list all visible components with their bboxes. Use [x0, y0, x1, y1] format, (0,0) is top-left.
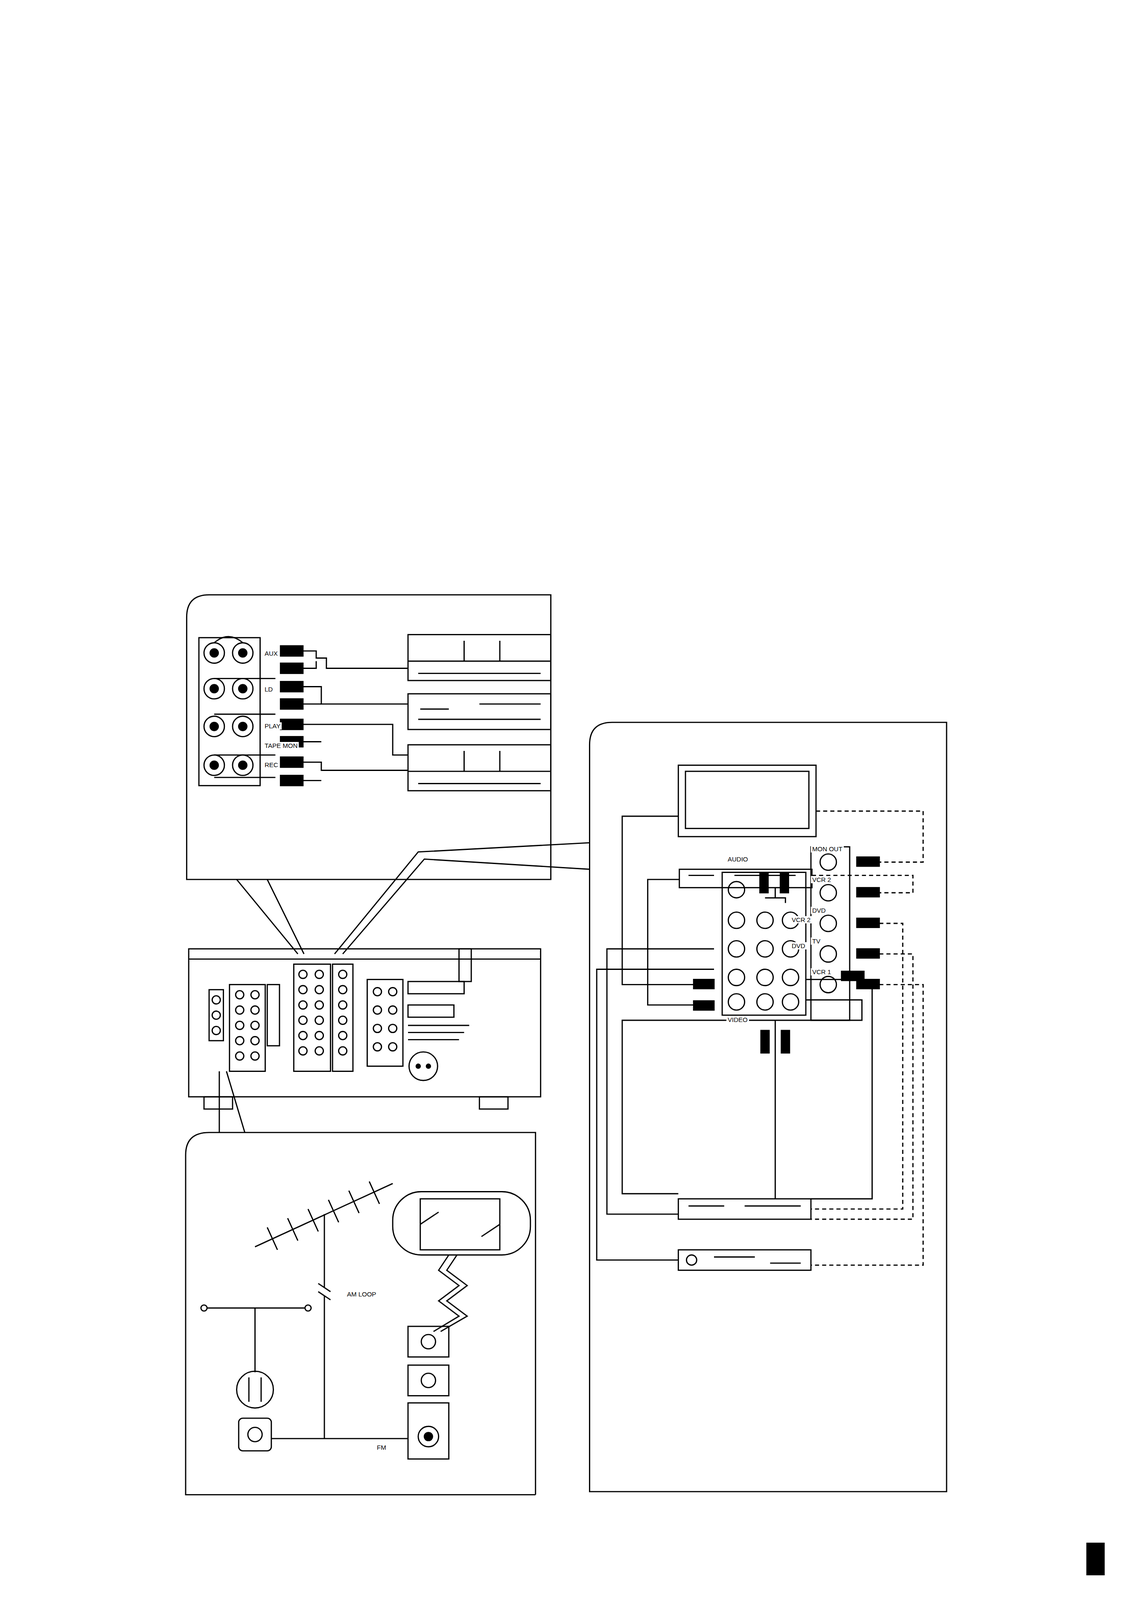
jack-label: VCR 2 — [790, 915, 812, 924]
jack-label: FM — [375, 1443, 388, 1451]
jack-label: AUX — [263, 649, 280, 657]
jack-label: TAPE MON — [263, 741, 299, 750]
jack-label: VIDEO — [726, 1015, 750, 1024]
jack-label: MON OUT — [810, 845, 844, 853]
jack-label: TV — [810, 937, 822, 945]
jack-label: AM LOOP — [345, 1290, 378, 1298]
jack-label: PLAY — [263, 722, 282, 730]
jack-label: REC — [263, 760, 280, 769]
jack-label: DVD — [790, 941, 807, 950]
jack-label: AUDIO — [726, 855, 750, 863]
jack-label: DVD — [810, 906, 828, 914]
jack-label: LD — [263, 685, 275, 693]
jack-label: VCR 1 — [810, 967, 833, 976]
jack-label: VCR 2 — [810, 875, 833, 884]
